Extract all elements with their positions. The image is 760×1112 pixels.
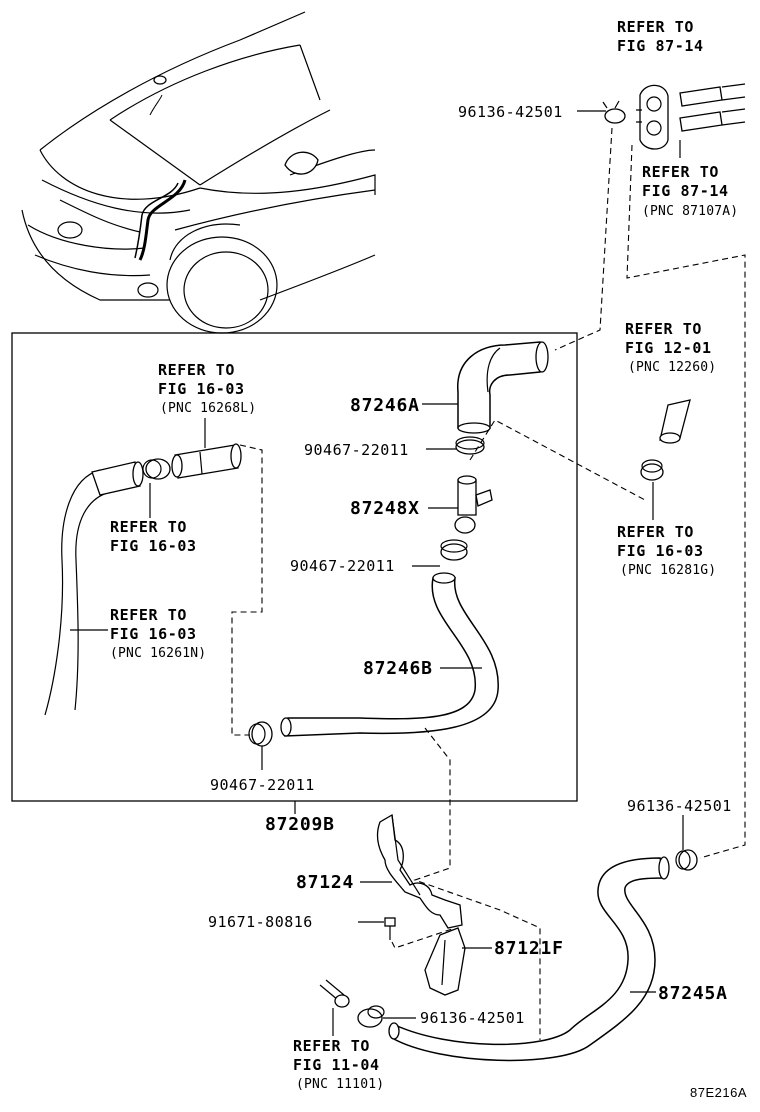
ref-fig-16-03-c-line1: REFER TO: [617, 523, 695, 541]
part-number-87246B[interactable]: 87246B: [363, 658, 433, 679]
ref-fig-12-01-line2: FIG 12-01: [625, 339, 712, 357]
bracket-87124-part: [376, 813, 463, 929]
clamp-90467-a-part: [455, 436, 485, 455]
ref-fig-16-03-b-line2: FIG 16-03: [110, 537, 197, 555]
hose-87246A-part: [457, 341, 549, 434]
heater-hose-left-part: [44, 461, 144, 716]
part-number-87245A[interactable]: 87245A: [658, 983, 728, 1004]
ref-fig-87-14-top-line1: REFER TO: [617, 18, 695, 36]
ref-fig-11-04-pnc: (PNC 11101): [296, 1077, 385, 1092]
part-number-87124[interactable]: 87124: [296, 872, 355, 893]
ref-fig-87-14-mid-line2: FIG 87-14: [642, 182, 729, 200]
figure-code: 87E216A: [690, 1085, 747, 1100]
ref-fig-12-01-line1: REFER TO: [625, 320, 703, 338]
part-number-96136-42501-top[interactable]: 96136-42501: [458, 103, 563, 121]
ref-fig-16-03-d-pnc: (PNC 16261N): [110, 646, 207, 661]
ref-fig-11-04-line2: FIG 11-04: [293, 1056, 380, 1074]
ref-fig-16-03-a-line1: REFER TO: [158, 361, 236, 379]
ref-fig-16-03-c-pnc: (PNC 16281G): [620, 563, 717, 578]
clamp-96136-right-part: [675, 849, 698, 871]
part-number-87246A[interactable]: 87246A: [350, 395, 420, 416]
bolt-91671-part: [384, 917, 396, 940]
ref-fig-16-03-d-line1: REFER TO: [110, 606, 188, 624]
bracket-87121F-part: [424, 927, 466, 996]
ref-fig-16-03-c-line2: FIG 16-03: [617, 542, 704, 560]
part-number-90467-22011-c[interactable]: 90467-22011: [210, 776, 315, 794]
vehicle-illustration: [21, 11, 376, 334]
hose-87246B-part: [280, 572, 499, 737]
clamp-90467-c-part: [248, 721, 273, 747]
ref-fig-11-04-line1: REFER TO: [293, 1037, 371, 1055]
part-number-90467-22011-a[interactable]: 90467-22011: [304, 441, 409, 459]
joint-87248X-part: [454, 475, 493, 534]
part-number-87248X[interactable]: 87248X: [350, 498, 420, 519]
ref-fig-12-01-pnc: (PNC 12260): [628, 360, 717, 375]
pipe-fig-11-04-part: [319, 979, 350, 1008]
ref-fig-87-14-pnc: (PNC 87107A): [642, 204, 739, 219]
ref-fig-16-03-a-pnc: (PNC 16268L): [160, 401, 257, 416]
part-number-96136-42501-bottom[interactable]: 96136-42501: [420, 1009, 525, 1027]
clamp-90467-b-part: [440, 539, 468, 561]
clamp-96136-top-part: [602, 100, 626, 124]
ref-fig-16-03-b-line1: REFER TO: [110, 518, 188, 536]
hose-clamp-left-part: [142, 458, 171, 480]
part-number-87209B[interactable]: 87209B: [265, 814, 335, 835]
clamp-96136-bottom-part: [357, 1005, 385, 1028]
part-number-96136-42501-right[interactable]: 96136-42501: [627, 797, 732, 815]
part-number-91671-80816[interactable]: 91671-80816: [208, 913, 313, 931]
hose-87245A-part: [388, 856, 670, 1062]
part-number-87121F[interactable]: 87121F: [494, 938, 564, 959]
ref-fig-16-03-a-line2: FIG 16-03: [158, 380, 245, 398]
hose-pipe-left-part: [171, 443, 242, 479]
part-number-90467-22011-b[interactable]: 90467-22011: [290, 557, 395, 575]
valve-bracket-part: [636, 83, 746, 150]
ref-fig-16-03-d-line2: FIG 16-03: [110, 625, 197, 643]
ref-fig-87-14-top-line2: FIG 87-14: [617, 37, 704, 55]
ref-fig-87-14-mid-line1: REFER TO: [642, 163, 720, 181]
pipe-fig-12-01-part: [659, 399, 691, 444]
clamp-right-part: [640, 459, 664, 481]
